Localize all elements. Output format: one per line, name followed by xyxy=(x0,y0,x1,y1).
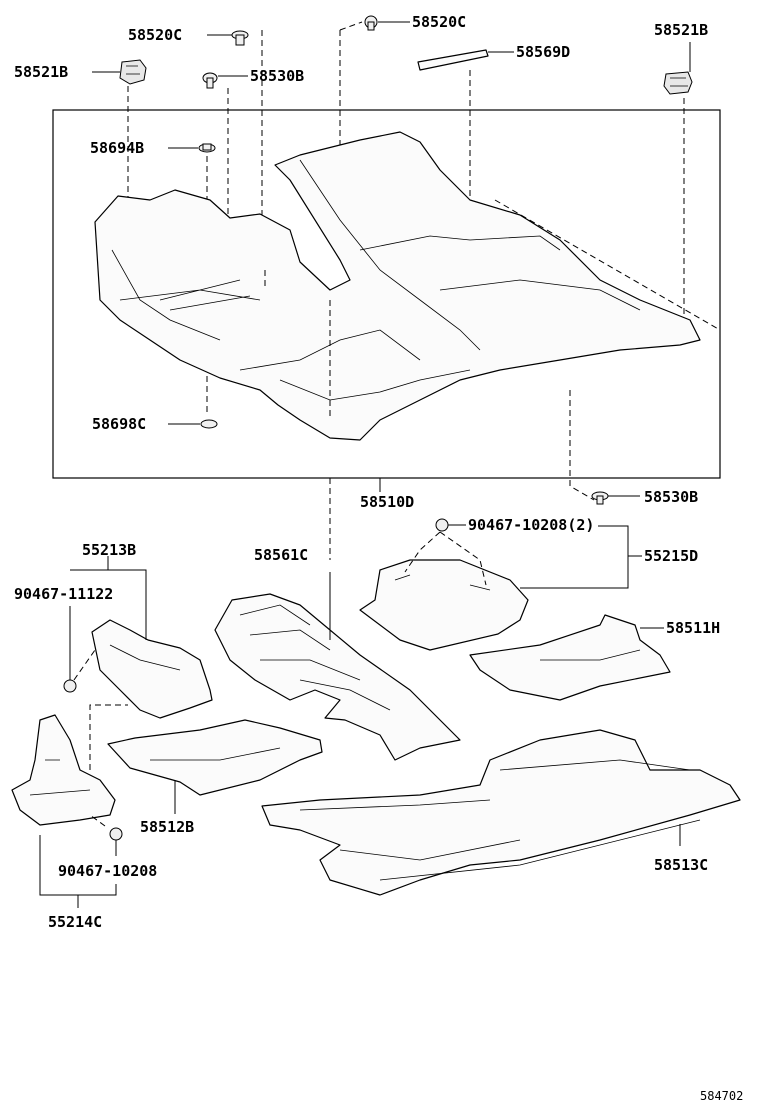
carpet-assembly-frame xyxy=(52,109,721,479)
clip-58698c[interactable] xyxy=(200,419,218,429)
nut-90467-10208-top[interactable] xyxy=(435,518,449,532)
mat-58512b[interactable] xyxy=(107,719,323,796)
label-58511h: 58511H xyxy=(666,619,720,637)
label-58521b-right: 58521B xyxy=(654,21,708,39)
side-panel-55213b[interactable] xyxy=(91,619,213,719)
label-90467-11122: 90467-11122 xyxy=(14,585,113,603)
fastener-58520c-left[interactable] xyxy=(231,30,249,46)
label-58520c-left: 58520C xyxy=(128,26,182,44)
label-58521b-left: 58521B xyxy=(14,63,68,81)
strip-58569d[interactable] xyxy=(417,49,489,71)
reference-number: 584702 xyxy=(700,1089,743,1103)
label-58569d: 58569D xyxy=(516,43,570,61)
bolt-90467-10208-bottom[interactable] xyxy=(109,827,123,841)
console-carpet-58561c[interactable] xyxy=(214,593,461,761)
side-cover-55214c[interactable] xyxy=(11,714,116,826)
label-58561c: 58561C xyxy=(254,546,308,564)
label-58513c: 58513C xyxy=(654,856,708,874)
mat-58511h[interactable] xyxy=(469,614,671,701)
label-58530b-top: 58530B xyxy=(250,67,304,85)
fastener-58530b-bottom[interactable] xyxy=(591,491,609,505)
label-58698c: 58698C xyxy=(92,415,146,433)
fastener-58520c-right[interactable] xyxy=(364,15,378,31)
label-58520c-right: 58520C xyxy=(412,13,466,31)
rear-pad-55215d[interactable] xyxy=(359,559,529,651)
label-58512b: 58512B xyxy=(140,818,194,836)
label-90467-10208-2: 90467-10208(2) xyxy=(468,516,594,534)
label-58510d: 58510D xyxy=(360,493,414,511)
label-55213b: 55213B xyxy=(82,541,136,559)
floor-carpet-58510d[interactable] xyxy=(94,131,721,441)
label-58530b-bottom: 58530B xyxy=(644,488,698,506)
mat-58513c[interactable] xyxy=(261,729,741,896)
label-55215d: 55215D xyxy=(644,547,698,565)
label-58694b: 58694B xyxy=(90,139,144,157)
clip-58694b[interactable] xyxy=(198,143,216,153)
fastener-58530b-top[interactable] xyxy=(202,72,218,89)
clip-58521b-right[interactable] xyxy=(663,71,693,95)
clip-58521b-left[interactable] xyxy=(119,59,147,85)
bolt-90467-11122[interactable] xyxy=(63,679,77,693)
label-55214c: 55214C xyxy=(48,913,102,931)
label-90467-10208: 90467-10208 xyxy=(58,862,157,880)
